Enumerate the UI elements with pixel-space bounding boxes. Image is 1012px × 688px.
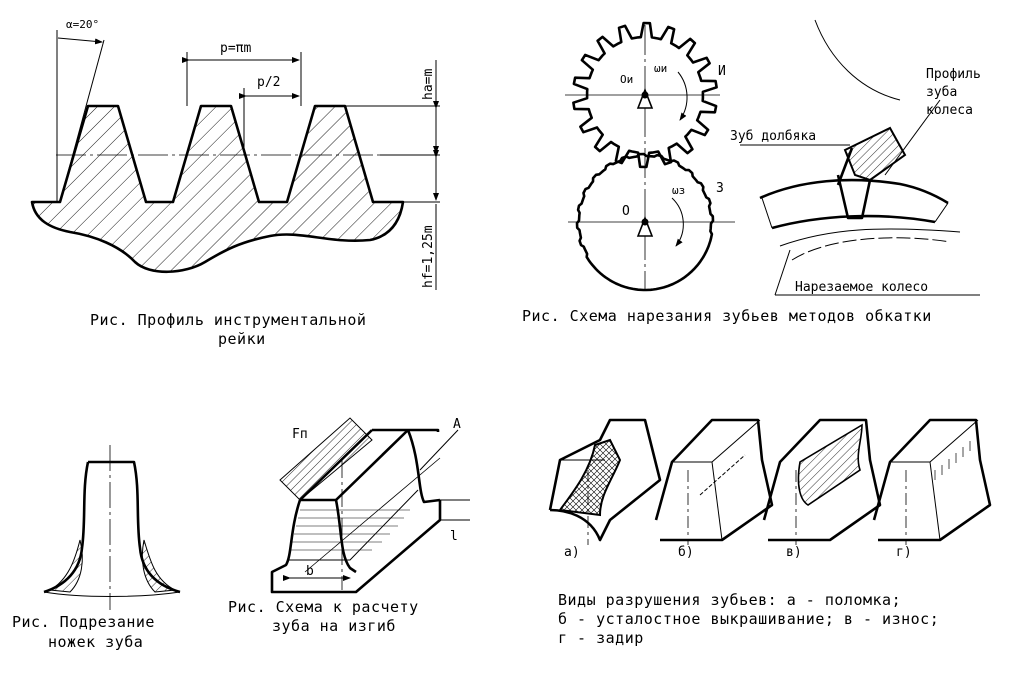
cutter-letter-label: И (718, 64, 726, 79)
rack-half-pitch-label: p/2 (257, 75, 280, 90)
gear-center-label: O (622, 204, 630, 219)
rack-caption-line2: рейки (218, 330, 266, 348)
bending-caption-line2: зуба на изгиб (272, 617, 396, 635)
failures-caption-line2: б - усталостное выкрашивание; в - износ; (558, 610, 939, 628)
cut-gear-outline (575, 152, 715, 292)
cutter-tooth-label: Зуб долбяка (730, 129, 816, 144)
failures-caption-line3: г - задир (558, 629, 644, 647)
bending-width-label: b (306, 564, 314, 579)
failures-caption-line1: Виды разрушения зубьев: а - поломка; (558, 591, 901, 609)
bending-figure: Fп A b l Рис. Схема к расчету зуба на из… (228, 417, 470, 635)
cut-wheel-label: Нарезаемое колесо (795, 280, 928, 295)
rack-profile-figure: α=20° p=πm p/2 ha=m hf=1,25m Рис. Профил… (30, 18, 440, 348)
undercut-figure: Рис. Подрезание ножек зуба (12, 445, 181, 651)
rack-addendum-label: ha=m (421, 69, 436, 100)
tooth-profile-label-1: Профиль (926, 67, 981, 82)
bending-length-label: l (450, 529, 458, 544)
failure-a-fracture (548, 418, 662, 545)
bending-section-label: A (453, 417, 461, 432)
failure-label-b: б) (678, 545, 694, 560)
cutter-center-label: Oи (620, 73, 633, 86)
generation-caption: Рис. Схема нарезания зубьев методов обка… (522, 307, 932, 325)
rack-pitch-label: p=πm (220, 41, 251, 56)
tooth-profile-label-3: колеса (926, 103, 973, 118)
bending-caption-line1: Рис. Схема к расчету (228, 598, 419, 616)
failure-types-figure: а) б) в) г) Виды разрушения зубьев: а - … (548, 418, 992, 647)
tooth-profile-label-2: зуба (926, 85, 957, 100)
undercut-caption-line1: Рис. Подрезание (12, 613, 155, 631)
failure-c-wear (762, 418, 882, 545)
rack-body-hatch (30, 104, 405, 274)
bending-force-label: Fп (292, 427, 308, 442)
cutter-gear-outline (572, 21, 718, 169)
gear-omega-label: ωз (672, 184, 685, 197)
failure-label-d: г) (896, 545, 912, 560)
failure-label-c: в) (786, 545, 802, 560)
rack-angle-label: α=20° (66, 18, 99, 31)
failure-d-scoring (872, 418, 992, 545)
gear-generation-figure: Oи ωи И O ωз З Профиль зуба колеса Зуб д… (522, 19, 981, 325)
failure-b-pitting (654, 418, 774, 545)
undercut-caption-line2: ножек зуба (48, 633, 143, 651)
gear-letter-label: З (716, 181, 724, 196)
rack-dedendum-label: hf=1,25m (421, 225, 436, 288)
rack-caption-line1: Рис. Профиль инструментальной (90, 311, 366, 329)
cutter-omega-label: ωи (654, 62, 667, 75)
failure-label-a: а) (564, 545, 580, 560)
